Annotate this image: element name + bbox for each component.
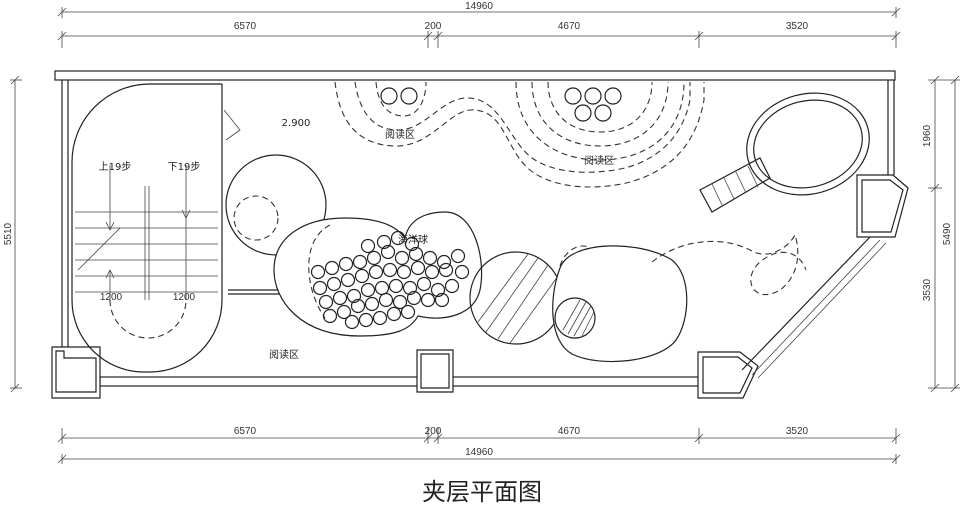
ball: [346, 288, 362, 304]
ball: [364, 296, 380, 312]
ball: [336, 304, 352, 320]
ball: [312, 280, 328, 296]
play-circles: [469, 245, 688, 363]
stair-width-right: 1200: [173, 292, 196, 303]
reading-area-curves: [334, 81, 705, 188]
ball: [416, 276, 432, 292]
bottom-dimension-chain: [57, 428, 901, 464]
top-dimension-chain: [57, 7, 901, 48]
bottom-total-dimension: 14960: [465, 447, 493, 458]
ball: [344, 314, 360, 330]
ball: [324, 260, 340, 276]
ball: [350, 298, 366, 314]
ball: [434, 292, 450, 308]
ball: [420, 292, 436, 308]
ball: [340, 272, 356, 288]
reading-area-label-1: 阅读区: [385, 128, 415, 141]
ball: [368, 264, 384, 280]
ball: [322, 308, 338, 324]
ball: [386, 306, 402, 322]
ball: [392, 294, 408, 310]
top-dimension-2: 200: [425, 21, 442, 32]
ball: [382, 262, 398, 278]
top-dimension-1: 6570: [234, 21, 257, 32]
left-dimension-line: [10, 75, 22, 393]
ball: [358, 312, 374, 328]
bottom-dimension-2: 200: [425, 426, 442, 437]
right-total-dimension: 5490: [942, 222, 953, 245]
left-partition: [228, 289, 280, 295]
ball: [366, 250, 382, 266]
stair-width-left: 1200: [100, 292, 123, 303]
ball: [406, 290, 422, 306]
ball: [402, 280, 418, 296]
ball: [444, 278, 460, 294]
ball: [394, 250, 410, 266]
elevation-label: 2.900: [282, 118, 311, 129]
top-dimension-4: 3520: [786, 21, 809, 32]
ball-pit: [273, 211, 483, 337]
ball: [410, 260, 426, 276]
reading-area-label-3: 阅读区: [269, 348, 299, 361]
ball: [388, 278, 404, 294]
ball: [430, 282, 446, 298]
ball: [332, 290, 348, 306]
ball: [450, 248, 466, 264]
bottom-dimension-1: 6570: [234, 426, 257, 437]
bottom-dimension-4: 3520: [786, 426, 809, 437]
ball-pit-label: 海洋球: [398, 233, 428, 246]
left-dimension: 5510: [3, 222, 14, 245]
ball: [376, 234, 392, 250]
ball: [354, 268, 370, 284]
ball: [390, 230, 406, 246]
dashed-loop: [559, 233, 807, 296]
right-dimension-1: 1960: [922, 124, 933, 147]
ball: [438, 262, 454, 278]
bottom-dimension-3: 4670: [558, 426, 581, 437]
top-total-dimension: 14960: [465, 1, 493, 12]
ball: [424, 264, 440, 280]
ball: [378, 292, 394, 308]
stairs-down-label: 下19步: [168, 161, 201, 173]
ball: [360, 282, 376, 298]
drawing-title: 夹层平面图: [422, 478, 542, 506]
ball: [318, 294, 334, 310]
mesh-circle: [699, 92, 870, 213]
ball: [352, 254, 368, 270]
right-dimension-2: 3530: [922, 278, 933, 301]
ball: [326, 276, 342, 292]
ball-pit-balls: [310, 230, 470, 330]
ball: [396, 264, 412, 280]
reading-stools: [380, 87, 622, 122]
structural-columns: [51, 174, 909, 399]
top-dimension-3: 4670: [558, 21, 581, 32]
ball: [372, 310, 388, 326]
right-dimension-lines: [928, 75, 960, 393]
staircase: [71, 83, 241, 373]
ball: [404, 236, 420, 252]
ball: [360, 238, 376, 254]
ball: [400, 304, 416, 320]
ball: [422, 250, 438, 266]
ball: [454, 264, 470, 280]
reading-area-label-2: 阅读区: [584, 154, 614, 167]
ball: [436, 254, 452, 270]
ball: [338, 256, 354, 272]
ball: [408, 246, 424, 262]
ball: [310, 264, 326, 280]
ball: [380, 244, 396, 260]
angled-glass-wall: [741, 236, 887, 379]
stairs-up-label: 上19步: [99, 161, 132, 173]
